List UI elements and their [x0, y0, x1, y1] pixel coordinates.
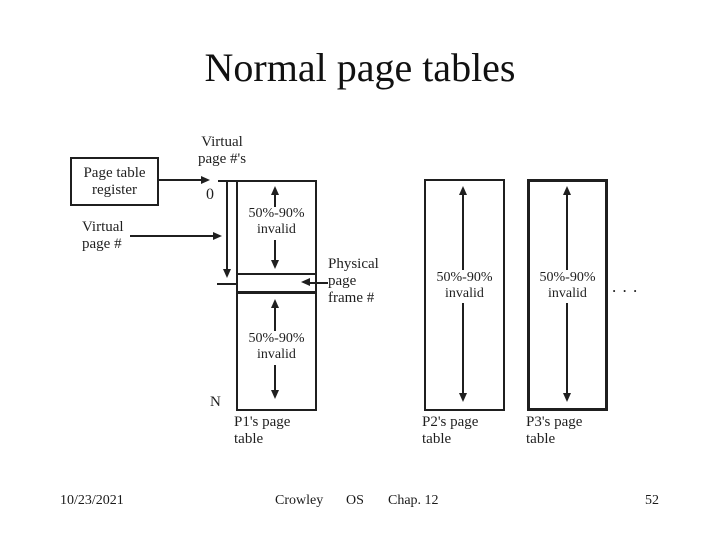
p1-upper-arrow-line-down	[274, 240, 276, 260]
footer-page-number: 52	[645, 493, 659, 508]
p1-caption: P1's page table	[234, 414, 291, 447]
more-tables-ellipsis: . . .	[612, 277, 639, 296]
selected-row-tick-line	[217, 283, 236, 285]
register-arrowhead-icon	[201, 176, 210, 184]
selected-row-bottom-line	[238, 291, 315, 294]
footer-author: Crowley	[275, 493, 324, 508]
p1-invalid-top-label: 50%-90% invalid	[248, 206, 305, 237]
p3-arrow-line-up	[566, 194, 568, 270]
p2-arrow-line-up	[462, 194, 464, 270]
p2-arrow-line-down	[462, 303, 464, 393]
virtual-page-arrow-line	[130, 235, 214, 237]
p2-caption: P2's page table	[422, 414, 479, 447]
p1-page-table-box	[236, 180, 317, 411]
p2-arrowhead-down-icon	[459, 393, 467, 402]
p1-lower-arrowhead-up-icon	[271, 299, 279, 308]
index-zero-label: 0	[206, 186, 214, 203]
index-arrow-line	[226, 182, 228, 269]
physical-frame-arrowhead-icon	[301, 278, 310, 286]
slide-title: Normal page tables	[204, 45, 516, 90]
p3-caption: P3's page table	[526, 414, 583, 447]
virtual-page-arrowhead-icon	[213, 232, 222, 240]
p1-upper-arrow-line-up	[274, 194, 276, 207]
p3-invalid-label: 50%-90% invalid	[539, 270, 596, 301]
p2-invalid-label: 50%-90% invalid	[436, 270, 493, 301]
p1-lower-arrow-line-down	[274, 365, 276, 390]
p2-arrowhead-up-icon	[459, 186, 467, 195]
physical-page-frame-label: Physical page frame #	[328, 256, 379, 306]
p2-page-table-box	[424, 179, 505, 411]
index-n-label: N	[210, 394, 221, 410]
table-top-lip-line	[218, 180, 236, 182]
p1-upper-arrowhead-up-icon	[271, 186, 279, 195]
index-arrowhead-icon	[223, 269, 231, 278]
footer-course: OS	[346, 493, 364, 508]
p1-lower-arrowhead-down-icon	[271, 390, 279, 399]
virtual-page-numbers-label: Virtual page #'s	[197, 134, 247, 167]
page-table-register-label: Page table register	[83, 164, 146, 198]
p1-upper-arrowhead-down-icon	[271, 260, 279, 269]
register-arrow-line	[159, 179, 202, 181]
p3-arrowhead-up-icon	[563, 186, 571, 195]
footer-date: 10/23/2021	[60, 493, 124, 508]
p1-invalid-bottom-label: 50%-90% invalid	[248, 331, 305, 362]
selected-row-top-line	[238, 273, 315, 275]
p3-arrow-line-down	[566, 303, 568, 393]
virtual-page-number-label: Virtual page #	[82, 219, 124, 252]
page-table-register-box: Page table register	[70, 157, 159, 206]
footer-chapter: Chap. 12	[388, 493, 439, 508]
p3-arrowhead-down-icon	[563, 393, 571, 402]
physical-frame-arrow-line	[310, 282, 328, 284]
p1-lower-arrow-line-up	[274, 307, 276, 331]
